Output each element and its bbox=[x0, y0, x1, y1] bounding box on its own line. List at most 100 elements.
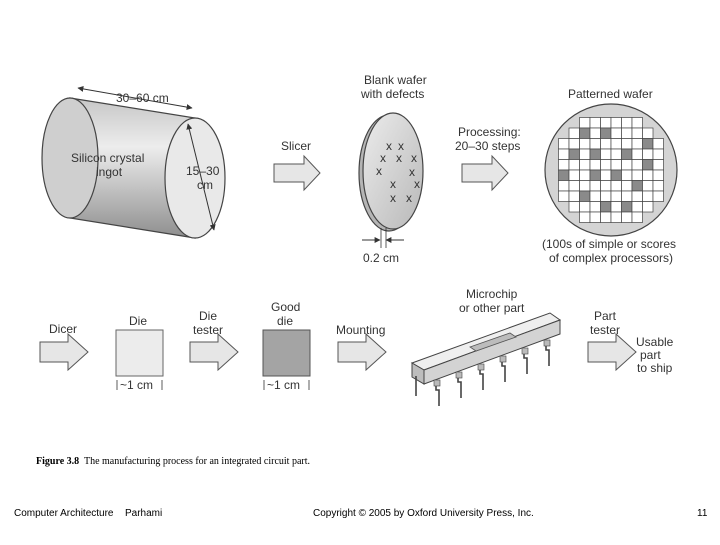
wafer-die-cell bbox=[579, 127, 591, 139]
die bbox=[115, 329, 164, 377]
wafer-die-cell bbox=[600, 190, 612, 202]
wafer-die-cell bbox=[568, 159, 580, 171]
ingot-diameter-unit: cm bbox=[197, 178, 213, 192]
part-tester-label: Part bbox=[594, 309, 617, 323]
microchip bbox=[410, 312, 562, 406]
good-die-title: Good bbox=[271, 300, 300, 314]
defect-mark: x bbox=[409, 165, 415, 179]
wafer-die-cell bbox=[642, 190, 654, 202]
wafer-die-cell bbox=[600, 169, 612, 181]
microchip-pin-shoulder bbox=[499, 355, 507, 363]
wafer-die-grid bbox=[558, 117, 664, 223]
footer-page-number: 11 bbox=[697, 508, 708, 519]
ingot-length-dimension bbox=[77, 85, 193, 111]
slicer-label: Slicer bbox=[281, 139, 311, 153]
processing-arrow bbox=[461, 154, 509, 192]
wafer-die-cell bbox=[610, 159, 622, 171]
defect-mark: x bbox=[396, 151, 402, 165]
wafer-die-cell bbox=[600, 138, 612, 150]
wafer-die-cell bbox=[631, 180, 643, 192]
ingot-length-label: 30–60 cm bbox=[116, 91, 169, 105]
wafer-die-cell bbox=[642, 148, 654, 160]
defect-mark: x bbox=[390, 191, 396, 205]
wafer-die-cell bbox=[631, 169, 643, 181]
mounting-arrow bbox=[337, 332, 387, 372]
wafer-die-cell bbox=[621, 211, 633, 223]
microchip-pins bbox=[415, 339, 551, 406]
wafer-die-cell bbox=[568, 127, 580, 139]
wafer-die-cell bbox=[600, 127, 612, 139]
processing-steps-label: 20–30 steps bbox=[455, 139, 520, 153]
microchip-pin-shoulder bbox=[543, 339, 551, 347]
wafer-die-cell bbox=[579, 117, 591, 129]
wafer-die-cell bbox=[621, 159, 633, 171]
wafer-die-cell bbox=[558, 159, 570, 171]
wafer-die-cell bbox=[631, 117, 643, 129]
wafer-die-cell bbox=[621, 148, 633, 160]
wafer-die-cell bbox=[579, 180, 591, 192]
processing-label: Processing: bbox=[458, 125, 521, 139]
microchip-pin-shoulder bbox=[521, 347, 529, 355]
part-tester-label-line2: tester bbox=[590, 323, 620, 337]
wafer-die-cell bbox=[642, 180, 654, 192]
mounting-label: Mounting bbox=[336, 323, 385, 337]
blank-wafer bbox=[358, 112, 424, 232]
die-size-label: ~1 cm bbox=[120, 378, 153, 392]
wafer-die-cell bbox=[642, 169, 654, 181]
defect-mark: x bbox=[390, 177, 396, 191]
wafer-die-cell bbox=[579, 190, 591, 202]
wafer-die-cell bbox=[652, 180, 664, 192]
wafer-die-cell bbox=[568, 169, 580, 181]
microchip-label: Microchip bbox=[466, 287, 518, 301]
wafer-die-cell bbox=[579, 138, 591, 150]
wafer-die-cell bbox=[642, 159, 654, 171]
patterned-wafer-note: (100s of simple or scores bbox=[542, 237, 676, 251]
die-tester-label: Die bbox=[199, 309, 217, 323]
wafer-die-cell bbox=[589, 169, 601, 181]
microchip-label-line2: or other part bbox=[459, 301, 525, 315]
wafer-die-cell bbox=[610, 211, 622, 223]
wafer-die-cell bbox=[631, 138, 643, 150]
patterned-wafer-note-line2: of complex processors) bbox=[549, 251, 673, 265]
wafer-die-cell bbox=[579, 211, 591, 223]
wafer-die-cell bbox=[589, 159, 601, 171]
defect-mark: x bbox=[398, 139, 404, 153]
wafer-die-cell bbox=[610, 169, 622, 181]
good-die-title-line2: die bbox=[277, 314, 293, 328]
wafer-die-cell bbox=[558, 180, 570, 192]
dicer-label: Dicer bbox=[49, 322, 77, 336]
defect-mark: x bbox=[414, 177, 420, 191]
die-title: Die bbox=[129, 314, 147, 328]
blank-wafer-title-line2: with defects bbox=[360, 87, 424, 101]
wafer-die-cell bbox=[642, 138, 654, 150]
wafer-die-cell bbox=[568, 190, 580, 202]
usable-part-label: Usable bbox=[636, 335, 674, 349]
figure-number: Figure 3.8 bbox=[36, 456, 80, 467]
wafer-die-cell bbox=[600, 211, 612, 223]
wafer-die-cell bbox=[621, 190, 633, 202]
wafer-die-cell bbox=[610, 138, 622, 150]
wafer-die-cell bbox=[568, 148, 580, 160]
wafer-die-cell bbox=[589, 127, 601, 139]
defect-mark: x bbox=[376, 164, 382, 178]
patterned-wafer-title: Patterned wafer bbox=[568, 87, 653, 101]
wafer-die-cell bbox=[589, 148, 601, 160]
wafer-die-cell bbox=[621, 169, 633, 181]
ingot-name-label-line2: ingot bbox=[96, 165, 123, 179]
wafer-die-cell bbox=[631, 148, 643, 160]
wafer-die-cell bbox=[642, 201, 654, 213]
usable-part-label-line3: to ship bbox=[637, 361, 673, 375]
wafer-die-cell bbox=[652, 190, 664, 202]
wafer-die-cell bbox=[579, 201, 591, 213]
wafer-die-cell bbox=[558, 138, 570, 150]
wafer-die-cell bbox=[589, 138, 601, 150]
microchip-pin-shoulder bbox=[433, 379, 441, 387]
wafer-die-cell bbox=[621, 127, 633, 139]
wafer-die-cell bbox=[600, 180, 612, 192]
defect-mark: x bbox=[411, 151, 417, 165]
slicer-arrow bbox=[273, 154, 321, 192]
wafer-thickness-label: 0.2 cm bbox=[363, 251, 399, 265]
